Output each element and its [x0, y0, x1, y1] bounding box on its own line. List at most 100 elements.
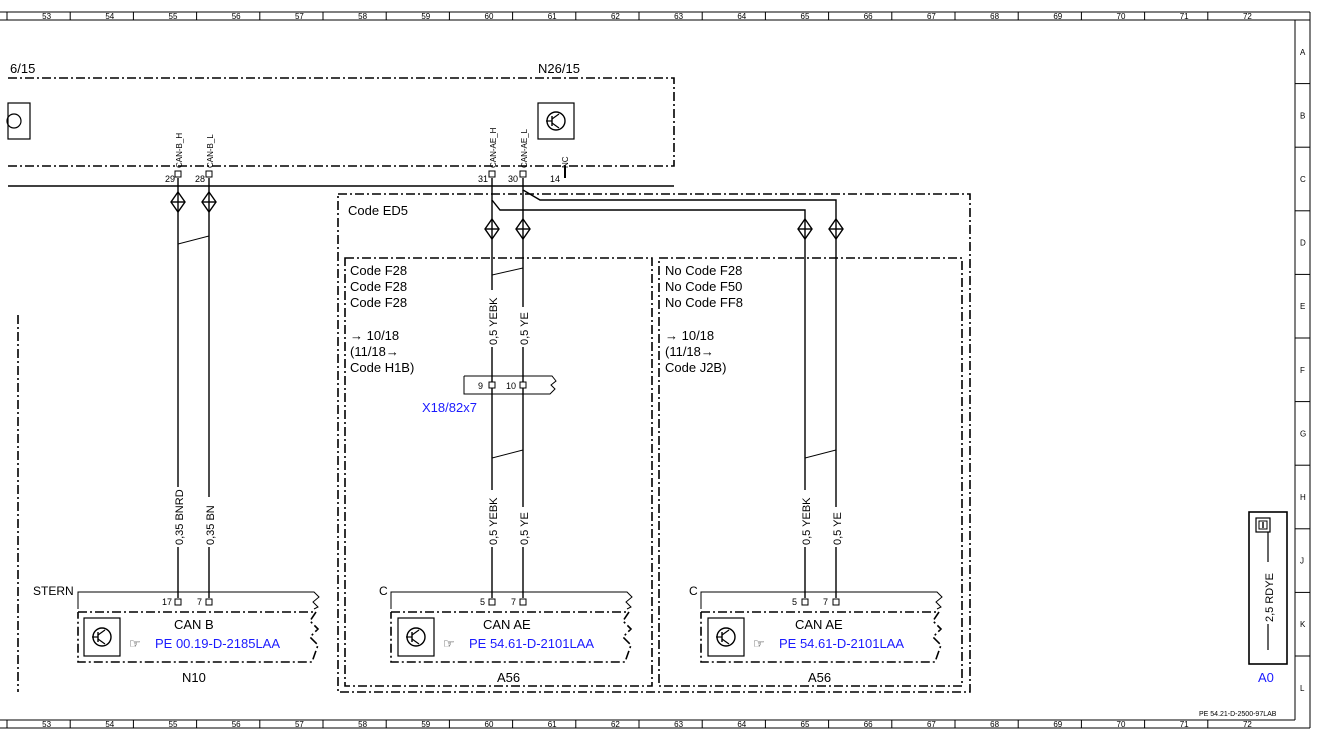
pin-contact [174, 170, 182, 178]
wire-label-bn: 0,35 BN [205, 505, 217, 545]
can-ae-wires-middle [491, 178, 837, 598]
column-number: 70 [1117, 12, 1126, 21]
code-text-line: Code F28 [350, 263, 407, 278]
code-text-line: Code F28 [350, 295, 407, 310]
column-number: 67 [927, 12, 936, 21]
column-number: 61 [548, 720, 557, 729]
n10-label: N10 [182, 670, 206, 685]
info-icon [1255, 517, 1271, 533]
transistor-symbol-left-cut [6, 102, 31, 140]
separation-point-markers [170, 170, 844, 241]
column-number: 71 [1180, 12, 1189, 21]
row-letter: C [1300, 175, 1306, 184]
column-number: 55 [169, 12, 178, 21]
date-text-line: → 10/18 [665, 328, 714, 343]
column-number: 70 [1117, 720, 1126, 729]
wire-label-rdye: 2,5 RDYE [1264, 573, 1276, 622]
column-number: 55 [169, 720, 178, 729]
column-number: 54 [105, 720, 114, 729]
hand-pointer-icon: ☞ [129, 636, 141, 651]
column-number: 72 [1243, 12, 1252, 21]
column-number: 53 [42, 12, 51, 21]
column-number: 61 [548, 12, 557, 21]
column-number: 65 [801, 720, 810, 729]
row-letter: D [1300, 239, 1306, 248]
separation-point-marker [828, 217, 844, 241]
a56-pin-7: 7 [823, 597, 828, 607]
column-number: 67 [927, 720, 936, 729]
column-number: 59 [421, 12, 430, 21]
column-number: 57 [295, 12, 304, 21]
row-letter: H [1300, 493, 1306, 502]
a0-component: 2,5 RDYE A0 [1248, 511, 1288, 685]
hand-pointer-icon: ☞ [753, 636, 765, 651]
row-letter: J [1300, 557, 1304, 566]
column-number: 62 [611, 12, 620, 21]
date-text-line: Code H1B) [350, 360, 414, 375]
pin-14: 14 [550, 174, 560, 184]
transistor-symbol-n26 [537, 102, 575, 140]
column-number: 66 [864, 720, 873, 729]
row-letter: G [1300, 429, 1306, 438]
column-number: 63 [674, 12, 683, 21]
x18-pin-10: 10 [506, 381, 516, 391]
pin-31: 31 [478, 174, 488, 184]
x18-82x7-connector: 9 10 X18/82x7 [422, 375, 557, 415]
x18-pin-9: 9 [478, 381, 483, 391]
column-number: 69 [1053, 12, 1062, 21]
row-letter: E [1300, 302, 1305, 311]
column-number: 72 [1243, 720, 1252, 729]
code-f28-box [344, 257, 653, 687]
wire-label-ye: 0,5 YE [832, 512, 844, 545]
ref-link-n10[interactable]: PE 00.19-D-2185LAA [155, 636, 280, 651]
stern-label: STERN [33, 584, 74, 598]
column-number: 58 [358, 720, 367, 729]
pin-label-nc: NC [561, 156, 570, 168]
a56-label: A56 [497, 670, 520, 685]
pin-contact [519, 170, 527, 178]
column-number: 58 [358, 12, 367, 21]
column-number: 69 [1053, 720, 1062, 729]
wire-label-yebk: 0,5 YEBK [801, 497, 813, 545]
ref-link-a56[interactable]: PE 54.61-D-2101LAA [779, 636, 904, 651]
wire-label-ye: 0,5 YE [519, 312, 531, 345]
column-number: 54 [105, 12, 114, 21]
a56-module-middle: C 5 7 CAN AE ☞ PE 54.61-D-2101LAA A56 [379, 584, 633, 685]
top-pin-labels: CAN-B_H CAN-B_L CAN-AE_H CAN-AE_L NC 29 … [165, 127, 570, 184]
a0-label[interactable]: A0 [1258, 670, 1274, 685]
separation-point-marker [484, 217, 500, 241]
n10-pin-7: 7 [197, 597, 202, 607]
date-text-line: → 10/18 [350, 328, 399, 343]
code-ed5-box [337, 193, 971, 693]
a56-pin-5: 5 [480, 597, 485, 607]
date-text-line: (11/18→ [350, 344, 399, 359]
separation-point-marker [170, 190, 186, 214]
column-number: 59 [421, 720, 430, 729]
column-number: 63 [674, 720, 683, 729]
row-letter: F [1300, 366, 1305, 375]
pin-contact [205, 170, 213, 178]
a56-pin-7: 7 [511, 597, 516, 607]
row-letter: K [1300, 620, 1306, 629]
column-number: 53 [42, 720, 51, 729]
a56-module-right: C 5 7 CAN AE ☞ PE 54.61-D-2101LAA A56 [689, 584, 943, 685]
right-code-text: No Code F28 No Code F50 No Code FF8 → 10… [665, 263, 743, 375]
x18-label[interactable]: X18/82x7 [422, 400, 477, 415]
column-number: 60 [485, 720, 494, 729]
transistor-icon [707, 617, 745, 657]
pin-label-can-ae-h: CAN-AE_H [489, 127, 498, 168]
pin-label-can-ae-l: CAN-AE_L [520, 128, 529, 168]
n26-15-module-box: 6/15 N26/15 [6, 61, 675, 167]
date-text-line: Code J2B) [665, 360, 726, 375]
pin-label-can-b-h: CAN-B_H [175, 133, 184, 168]
code-text-line: Code F28 [350, 279, 407, 294]
left-module-label: 6/15 [10, 61, 35, 76]
code-ed5-label: Code ED5 [348, 203, 408, 218]
n26-15-label: N26/15 [538, 61, 580, 76]
can-b-label: CAN B [174, 617, 214, 632]
column-number: 66 [864, 12, 873, 21]
ref-link-a56[interactable]: PE 54.61-D-2101LAA [469, 636, 594, 651]
code-text-line: No Code F50 [665, 279, 742, 294]
c-label: C [689, 584, 698, 598]
